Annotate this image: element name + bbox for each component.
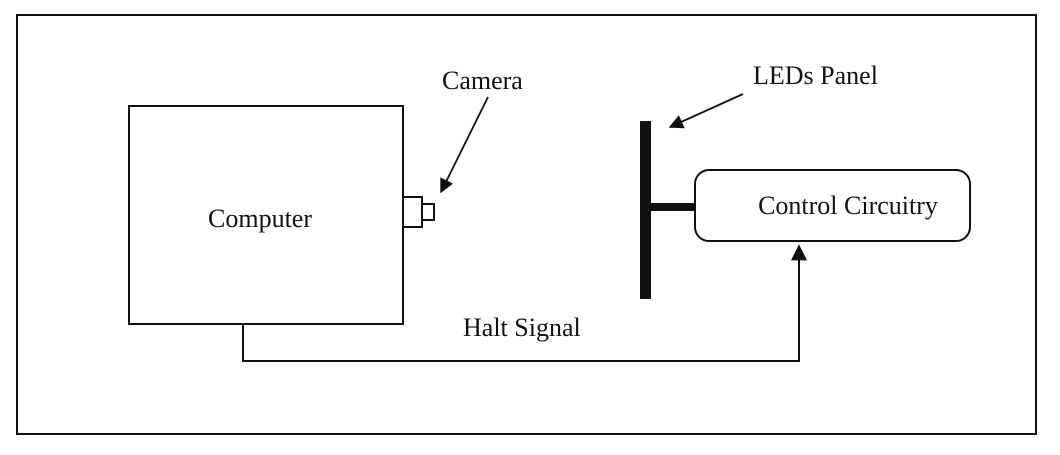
halt-signal-label: Halt Signal <box>463 313 581 342</box>
control-circuitry-label: Control Circuitry <box>758 191 938 220</box>
computer-box <box>128 105 404 325</box>
halt-signal-line <box>242 244 807 362</box>
diagram-frame <box>16 14 1037 435</box>
leds-panel-arrow <box>668 93 744 129</box>
computer-label: Computer <box>208 204 312 233</box>
panel-circuit-connector <box>651 203 695 211</box>
camera-arrow <box>440 96 489 194</box>
camera-label: Camera <box>442 66 523 95</box>
leds-panel-bar <box>640 121 651 299</box>
camera-icon <box>402 196 435 228</box>
leds-panel-label: LEDs Panel <box>753 61 878 90</box>
control-circuitry-box <box>694 169 971 242</box>
